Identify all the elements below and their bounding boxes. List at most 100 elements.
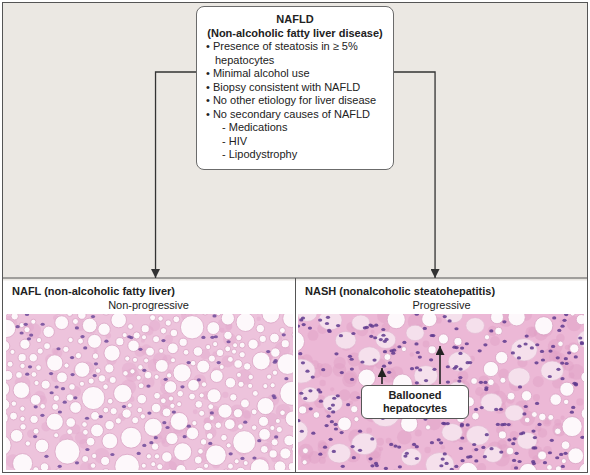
fat-vacuole	[233, 431, 256, 454]
histology-right-ground	[298, 314, 584, 470]
fat-vacuole	[256, 324, 264, 332]
cell-nucleus	[560, 361, 564, 364]
cell-nucleus	[519, 432, 523, 435]
cell-nucleus	[25, 373, 29, 376]
ballooned-cell	[323, 395, 343, 412]
cell-nucleus	[446, 380, 450, 383]
cell-nucleus	[518, 385, 522, 388]
fat-vacuole	[166, 432, 178, 444]
cell-nucleus	[489, 447, 493, 450]
cell-nucleus	[318, 318, 322, 321]
fat-vacuole	[241, 399, 250, 408]
fat-vacuole	[128, 324, 134, 330]
fat-vacuole	[10, 349, 15, 354]
fat-vacuole	[194, 456, 202, 464]
cell-nucleus	[454, 365, 458, 368]
cytoplasm-texture	[149, 320, 160, 331]
fat-vacuole	[270, 383, 275, 388]
cytoplasm-texture	[538, 428, 548, 438]
fat-vacuole	[98, 323, 110, 335]
cell-nucleus	[334, 423, 338, 426]
cell-nucleus	[429, 358, 433, 361]
ballooned-cell	[414, 366, 438, 386]
fat-vacuole	[86, 437, 95, 446]
fat-vacuole	[133, 332, 140, 339]
fat-vacuole	[275, 418, 280, 423]
fat-vacuole	[454, 337, 462, 345]
callout-label: Ballooned hepatocytes	[368, 389, 462, 415]
fat-vacuole	[195, 401, 203, 409]
fat-vacuole	[64, 363, 69, 368]
fat-vacuole	[562, 417, 582, 437]
cell-nucleus	[274, 435, 278, 438]
cytoplasm-texture	[565, 345, 570, 350]
cell-nucleus	[329, 438, 333, 441]
cytoplasm-texture	[415, 429, 422, 436]
cell-nucleus	[556, 356, 560, 359]
cell-nucleus	[340, 371, 344, 374]
panel-subtitle: Non-progressive	[2, 298, 295, 312]
cell-nucleus	[368, 323, 372, 326]
fat-vacuole	[141, 335, 146, 340]
cell-nucleus	[450, 468, 454, 470]
fat-vacuole	[146, 454, 151, 459]
fat-vacuole	[88, 378, 94, 384]
leader-arrow	[381, 368, 383, 384]
fat-vacuole	[111, 314, 127, 328]
panel-title: NASH (nonalcoholic steatohepatitis)	[295, 278, 588, 298]
fat-vacuole	[270, 333, 280, 343]
fat-vacuole	[164, 381, 177, 394]
ballooned-cell	[448, 352, 471, 372]
fat-vacuole	[101, 456, 110, 465]
fat-vacuole	[158, 316, 163, 321]
fat-vacuole	[200, 439, 206, 445]
fat-vacuole	[258, 416, 268, 426]
cell-nucleus	[308, 389, 312, 392]
fat-vacuole	[198, 449, 204, 455]
fat-vacuole	[354, 417, 359, 422]
fat-vacuole	[384, 354, 391, 361]
fat-vacuole	[535, 317, 553, 335]
cell-nucleus	[580, 342, 584, 345]
fat-vacuole	[141, 463, 146, 468]
fat-vacuole	[16, 372, 23, 379]
fat-vacuole	[180, 316, 203, 339]
panel-divider	[295, 278, 296, 473]
cell-nucleus	[149, 441, 153, 444]
cytoplasm-texture	[554, 419, 561, 426]
cell-nucleus	[44, 455, 48, 458]
histology-left	[6, 314, 293, 470]
fat-vacuole	[146, 347, 155, 356]
cell-nucleus	[414, 342, 418, 345]
cell-nucleus	[305, 370, 309, 373]
fat-vacuole	[121, 427, 142, 448]
cell-nucleus	[75, 326, 79, 329]
fat-vacuole	[257, 398, 274, 415]
fat-vacuole	[547, 465, 553, 470]
fat-vacuole	[292, 331, 293, 338]
cell-nucleus	[494, 408, 498, 411]
fat-vacuole	[223, 469, 229, 470]
cell-nucleus	[161, 339, 165, 342]
fat-vacuole	[154, 392, 161, 399]
cell-nucleus	[459, 367, 463, 370]
cell-nucleus	[301, 361, 305, 364]
fat-vacuole	[79, 381, 84, 386]
fat-vacuole	[227, 356, 233, 362]
cell-nucleus	[180, 385, 184, 388]
fat-vacuole	[299, 406, 307, 414]
cell-nucleus	[99, 415, 103, 418]
cell-nucleus	[397, 445, 401, 448]
fat-vacuole	[144, 358, 149, 363]
fat-vacuole	[194, 467, 205, 470]
cell-nucleus	[363, 326, 367, 329]
fat-vacuole	[10, 412, 18, 420]
fat-vacuole	[11, 314, 18, 320]
fat-vacuole	[177, 390, 183, 396]
fat-vacuole	[251, 409, 257, 415]
cell-nucleus	[214, 335, 218, 338]
fat-vacuole	[25, 441, 30, 446]
ballooned-cell	[335, 331, 356, 349]
